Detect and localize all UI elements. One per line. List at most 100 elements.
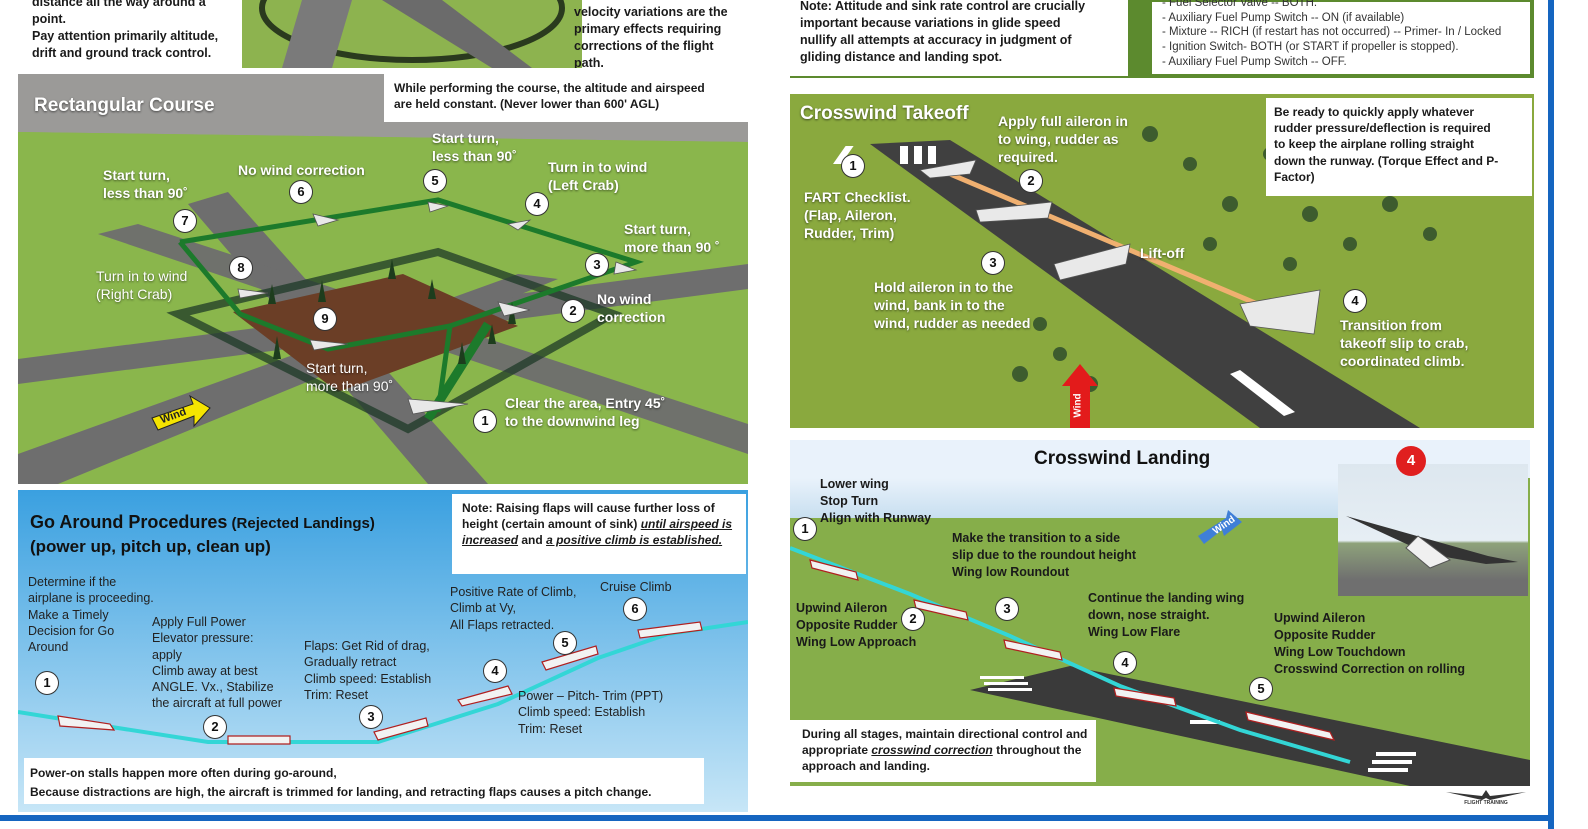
text-line: Trim: Reset — [304, 687, 369, 702]
text-line: Note: Attitude and sink rate control are… — [800, 0, 1086, 13]
text-line: Continue the landing wing — [1088, 591, 1245, 605]
text-line: Apply full aileron in — [998, 113, 1128, 129]
text-line: the aircraft at full power — [152, 696, 282, 711]
top-left-strip: distance all the way around a point. Pay… — [18, 0, 748, 68]
text-line: distance all the way around a — [32, 0, 206, 9]
label-ppt: Power – Pitch- Trim (PPT)Climb speed: Es… — [518, 688, 663, 737]
go-around-subtitle: (power up, pitch up, clean up) — [30, 537, 271, 556]
text-line: takeoff slip to crab, — [1340, 335, 1469, 352]
text-line: rudder pressure/deflection is required — [1274, 121, 1491, 136]
label-turn-in-left: Turn in to wind(Left Crab) — [548, 158, 647, 194]
label-start-turn-less-7: Start turn,less than 90˚ — [103, 166, 188, 202]
text-line: gliding distance and landing spot. — [800, 49, 1003, 64]
footer-emphasis: crosswind correction — [871, 743, 993, 758]
text-line: Start turn, — [103, 167, 170, 183]
text-line: Climb speed: Establish — [304, 671, 432, 686]
label-make-transition: Make the transition to a side slip due to… — [952, 530, 1136, 581]
step-4: 4 — [526, 193, 548, 215]
text-line: Apply Full Power — [152, 615, 246, 629]
text-line: to wing, rudder as — [998, 131, 1119, 148]
right-blue-border — [1548, 0, 1554, 829]
text-line: airplane is proceeding. — [28, 591, 154, 606]
top-left-image — [242, 0, 582, 68]
landing-step-1: 1 — [794, 518, 816, 540]
step-2: 2 — [562, 300, 584, 322]
text-line: path. — [574, 55, 604, 68]
text-line: correction — [597, 309, 666, 326]
text-line: Elevator pressure: — [152, 631, 254, 646]
label-positive-rate: Positive Rate of Climb,Climb at Vy,All F… — [450, 584, 576, 633]
text-line: Wing Low Touchdown — [1274, 644, 1406, 659]
go-around-diagram — [18, 620, 748, 745]
text-line: Climb at Vy, — [450, 601, 516, 616]
text-line: Around — [28, 640, 69, 654]
landing-step-3: 3 — [996, 598, 1018, 620]
landing-step-4: 4 — [1114, 652, 1136, 674]
label-clear-area: Clear the area, Entry 45˚to the downwind… — [505, 394, 665, 430]
text-line: Be ready to quickly apply whatever — [1274, 105, 1475, 119]
text-line: less than 90˚ — [432, 148, 517, 165]
note-emphasis: until airspeed is increased — [462, 517, 733, 548]
text-line: No wind — [597, 291, 652, 307]
text-line: required. — [998, 149, 1058, 166]
text-line: more than 90˚ — [306, 378, 394, 395]
text-line: down the runway. (Torque Effect and P- — [1274, 153, 1499, 168]
crosswind-landing-title: Crosswind Landing — [1034, 448, 1211, 469]
label-flaps: Flaps: Get Rid of drag, Gradually retract… — [304, 638, 431, 703]
text-line: slip due to the roundout height — [952, 547, 1137, 562]
takeoff-step-2: 2 — [1020, 170, 1042, 192]
go-around-footer: Power-on stalls happen more often during… — [24, 758, 704, 804]
text-line: (Flap, Aileron, — [804, 207, 897, 224]
text-line: Wing Low Flare — [1088, 624, 1181, 639]
crosswind-takeoff-diagram — [832, 126, 1437, 428]
top-left-right-text: velocity variations are the primary effe… — [574, 4, 744, 68]
text-line: Opposite Rudder — [1274, 627, 1376, 642]
label-turn-in-right: Turn in to wind(Right Crab) — [96, 267, 187, 303]
text-line: Trim: Reset — [518, 721, 583, 736]
text-line: Start turn, — [432, 130, 499, 146]
checklist-item: - Auxiliary Fuel Pump Switch -- ON (if a… — [1162, 11, 1405, 24]
text-line: Wing low Roundout — [952, 564, 1070, 579]
checklist-item: - Fuel Selector Valve -- BOTH. — [1162, 0, 1318, 9]
step-3: 3 — [586, 254, 608, 276]
footer-text: During all stages, maintain directional … — [802, 727, 1088, 758]
text-line: Align with Runway — [820, 510, 932, 525]
step-1: 1 — [474, 410, 496, 432]
text-line: are held constant. (Never lower than 600… — [394, 97, 660, 112]
text-line: Rudder, Trim) — [804, 225, 895, 242]
text-line: All Flaps retracted. — [450, 617, 555, 632]
flight-training-logo: FLIGHT TRAINING — [1436, 786, 1536, 808]
text-line: Power – Pitch- Trim (PPT) — [518, 689, 664, 703]
text-line: Make a Timely — [28, 607, 109, 622]
text-line: corrections of the flight — [574, 38, 714, 53]
text-line: Flaps: Get Rid of drag, — [304, 639, 430, 653]
checklist-item: - Auxiliary Fuel Pump Switch -- OFF. — [1162, 55, 1347, 68]
text-line: Make the transition to a side — [952, 531, 1121, 545]
top-right-strip: Note: Attitude and sink rate control are… — [790, 0, 1534, 78]
text-line: velocity variations are the — [574, 5, 728, 19]
step-7: 7 — [174, 210, 196, 232]
rectangular-course-panel: Rectangular Course While performing the … — [18, 74, 748, 484]
logo-wings-icon — [1446, 790, 1526, 800]
rectangular-course-title: Rectangular Course — [34, 95, 215, 116]
landing-step-2: 2 — [902, 608, 924, 630]
label-no-wind-2: No wind correction — [597, 290, 665, 326]
step-8: 8 — [230, 257, 252, 279]
step-9: 9 — [314, 308, 336, 330]
takeoff-note: Be ready to quickly apply whatever rudde… — [1266, 98, 1532, 196]
text-line: While performing the course, the altitud… — [394, 81, 705, 95]
text-line: Gradually retract — [304, 655, 397, 670]
text-line: Decision for Go — [28, 623, 115, 638]
landing-photo: 4 — [1338, 446, 1528, 596]
top-left-text: distance all the way around a point. Pay… — [32, 0, 252, 62]
text-line: Hold aileron in to the — [874, 279, 1014, 295]
text-line: Crosswind Correction on rolling — [1274, 661, 1465, 676]
